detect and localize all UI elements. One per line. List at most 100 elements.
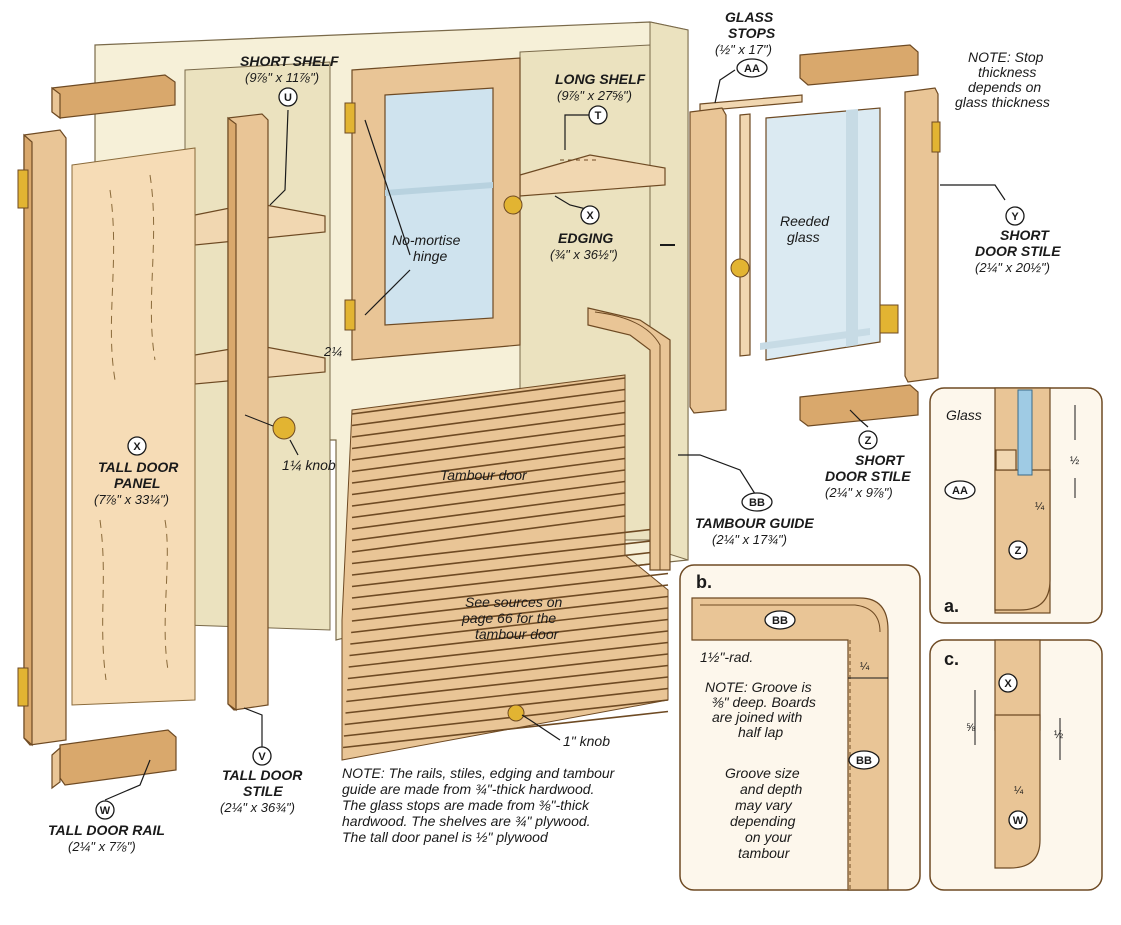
bubble-v: V — [252, 746, 272, 766]
tambour-slat-line — [351, 411, 626, 450]
glass-stops-title-2: STOPS — [728, 25, 776, 41]
short-door-rail-top — [799, 44, 919, 86]
leader-lines — [104, 69, 1006, 801]
tambour-slat-line — [345, 676, 669, 714]
svg-text:AA: AA — [952, 485, 968, 497]
tambour-slat-line — [351, 526, 669, 565]
tambour-slat-line — [349, 618, 669, 657]
edging-title: EDGING — [558, 230, 613, 246]
bubble-bb: BB — [741, 492, 773, 512]
svg-text:Y: Y — [1011, 211, 1019, 223]
svg-text:AA: AA — [744, 63, 760, 75]
tambour-slat-line — [342, 710, 669, 749]
tall-door-stile-dim: (2¼" x 36¾") — [220, 800, 295, 815]
svg-text:W: W — [1013, 815, 1024, 827]
tambour-slat-line — [351, 492, 626, 530]
inset-c-half: ½ — [1054, 729, 1063, 741]
short-door-stile-y-1: SHORT — [1000, 227, 1050, 243]
inset-a-bubble-z: Z — [1008, 540, 1028, 560]
tambour-slat-line — [351, 584, 669, 622]
note-stop-1: NOTE: Stop — [968, 49, 1044, 65]
inset-b-note-2: ⅜" deep. Boards — [712, 694, 816, 710]
inset-b-note-3: are joined with — [712, 709, 802, 725]
tambour-door — [341, 374, 669, 761]
long-shelf-dim: (9⅞" x 27⅝") — [557, 88, 632, 103]
tambour-slat-line — [351, 423, 626, 461]
short-door-stile-right — [879, 87, 941, 383]
tall-door-stile-2: STILE — [243, 783, 283, 799]
short-door-stile-z-1: SHORT — [855, 452, 905, 468]
note-main-2: guide are made from ¾"-thick hardwood. — [342, 781, 594, 797]
svg-text:T: T — [595, 110, 602, 122]
inset-c-quarter: ¼ — [1014, 785, 1024, 797]
short-door-stile-z-2: DOOR STILE — [825, 468, 911, 484]
one-inch-knob-label: 1" knob — [563, 733, 610, 749]
glass-door — [344, 57, 523, 361]
tambour-slat-line — [351, 377, 626, 415]
inset-a-half: ½ — [1070, 455, 1079, 467]
short-door-stile-left — [689, 107, 727, 414]
note-main-4: hardwood. The shelves are ¾" plywood. — [342, 813, 591, 829]
tall-door-stile-left — [17, 129, 67, 747]
dim-two-quarter: 2¼ — [323, 344, 342, 359]
inset-b-groove-5: on your — [745, 829, 793, 845]
tambour-door-label: Tambour door — [440, 467, 528, 483]
tambour-slat-line — [347, 641, 669, 680]
bubble-z: Z — [858, 430, 878, 450]
inset-a-glass: Glass — [946, 407, 982, 423]
inset-b-groove-2: and depth — [740, 781, 802, 797]
tambour-guide-title: TAMBOUR GUIDE — [695, 515, 814, 531]
tambour-slat-line — [351, 595, 669, 634]
tambour-slat-line — [346, 664, 669, 703]
short-door-stile-z-dim: (2¼" x 9⅞") — [825, 485, 893, 500]
svg-text:BB: BB — [856, 755, 872, 767]
bubble-w: W — [95, 800, 115, 820]
short-door-rail-bottom — [799, 384, 919, 427]
tambour-guide-dim: (2¼" x 17¾") — [712, 532, 787, 547]
short-door-stile-y-dim: (2¼" x 20½") — [975, 260, 1050, 275]
tambour-slat-line — [351, 469, 626, 507]
tambour-slat-line — [351, 480, 626, 519]
tambour-slat-line — [351, 457, 626, 496]
inset-b-groove-1: Groove size — [725, 765, 800, 781]
tambour-guide — [587, 307, 671, 571]
tambour-slat-line — [351, 561, 669, 599]
sources-2: page 66 for the — [461, 610, 556, 626]
bubble-y: Y — [1005, 206, 1025, 226]
tambour-slat-line — [351, 434, 626, 473]
tall-door-rail-bottom — [51, 729, 177, 790]
sources-1: See sources on — [465, 594, 562, 610]
inset-b-letter: b. — [696, 572, 712, 592]
tambour-slat-line — [351, 400, 626, 438]
tambour-slat-line — [343, 699, 669, 737]
tambour-slat-line — [351, 549, 669, 588]
tambour-slat-line — [351, 446, 626, 484]
bubble-x-panel: X — [127, 436, 147, 456]
inset-a — [929, 387, 1103, 624]
tall-door-rail-title: TALL DOOR RAIL — [48, 822, 165, 838]
inset-a-letter: a. — [944, 596, 959, 616]
inset-c-letter: c. — [944, 649, 959, 669]
inset-b-quarter: ¼ — [860, 661, 870, 673]
inset-a-quarter: ¼ — [1035, 501, 1045, 513]
no-mortise-1: No-mortise — [392, 232, 461, 248]
bubble-u: U — [278, 87, 298, 107]
note-main-3: The glass stops are made from ⅜"-thick — [342, 797, 590, 813]
bubble-t: T — [588, 105, 608, 125]
svg-text:V: V — [258, 751, 266, 763]
tambour-slat-line — [344, 687, 669, 726]
long-shelf-title: LONG SHELF — [555, 71, 646, 87]
svg-text:Z: Z — [1015, 545, 1022, 557]
note-main-5: The tall door panel is ½" plywood — [342, 829, 549, 845]
svg-text:BB: BB — [749, 497, 765, 509]
reeded-glass — [760, 107, 881, 361]
inset-b-groove-6: tambour — [738, 845, 791, 861]
tambour-slat-line — [351, 538, 669, 576]
tall-door-rail-dim: (2¼" x 7⅞") — [68, 839, 136, 854]
inset-c-bubble-w: W — [1008, 810, 1028, 830]
inset-b-groove-4: depending — [730, 813, 796, 829]
inset-c — [929, 639, 1103, 891]
tall-door-panel-1: TALL DOOR — [98, 459, 179, 475]
note-stop-3: depends on — [968, 79, 1041, 95]
